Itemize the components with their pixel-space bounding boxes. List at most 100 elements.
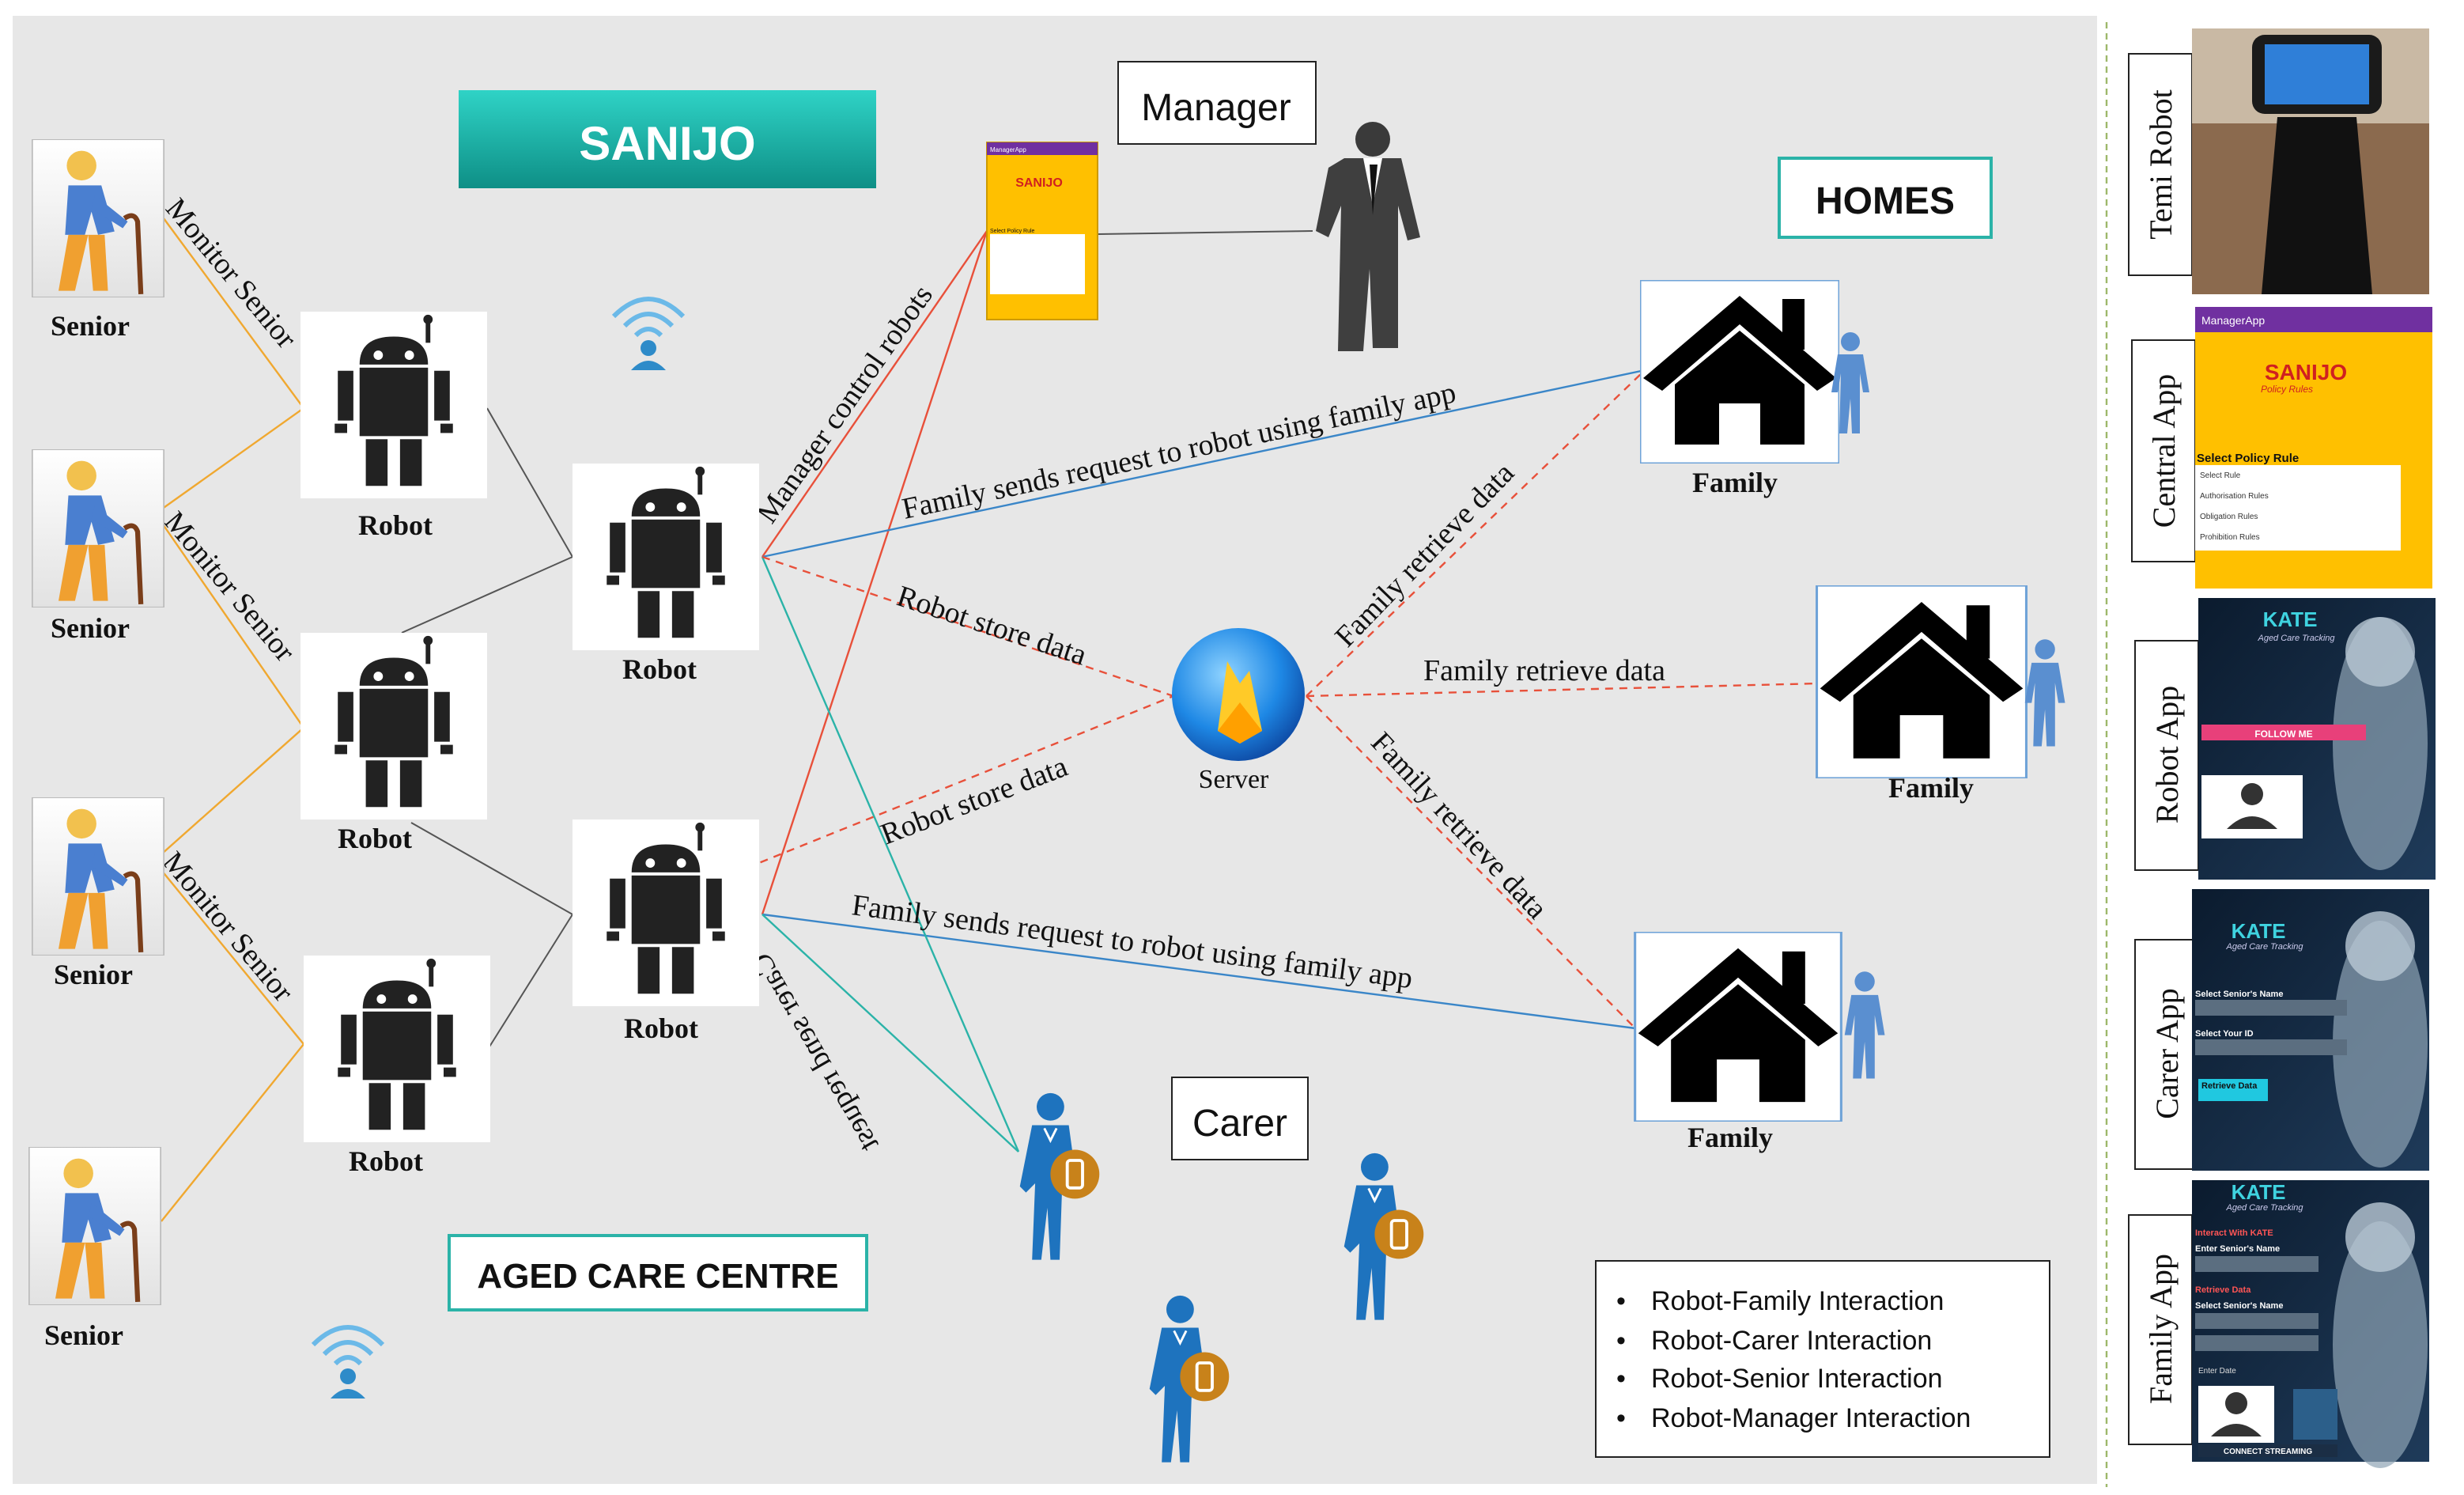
- edge-manager-robot3: [761, 230, 988, 558]
- family-app-connect-button: CONNECT STREAMING: [2224, 1448, 2312, 1456]
- edge-robot2-senior3: [161, 727, 304, 855]
- manager-label: Manager: [1141, 87, 1291, 129]
- manager-label-box: Manager: [1117, 61, 1317, 145]
- family-app-screen: KATE Aged Care Tracking Interact With KA…: [2192, 1180, 2429, 1468]
- family-app-section1: Interact With KATE: [2195, 1228, 2273, 1238]
- side-panel: Temi Robot Central App ManagerApp SANIJO…: [2128, 28, 2436, 1468]
- edge-robot5-home3: [761, 913, 1636, 1030]
- robot-app-tagline: Aged Care Tracking: [2257, 634, 2335, 643]
- robot-node: Robot: [300, 312, 487, 541]
- robot-label: Robot: [622, 653, 697, 685]
- senior-label: Senior: [51, 612, 130, 644]
- manager-person-icon: [1316, 122, 1420, 351]
- central-app-screen: ManagerApp SANIJO Policy Rules Select Po…: [2195, 307, 2432, 589]
- edge-server-home2: [1306, 682, 1820, 698]
- robot-icon: [573, 464, 759, 650]
- family-app-field1-label: Enter Senior's Name: [2195, 1244, 2280, 1254]
- side-panel-label-carer-app: Carer App: [2149, 988, 2185, 1119]
- edge-robot2-robot3: [401, 556, 573, 634]
- family-label: Family: [1888, 772, 1974, 804]
- legend-bullet: •: [1616, 1364, 1626, 1394]
- central-app-item: Prohibition Rules: [2200, 533, 2260, 542]
- side-panel-label-temi-robot: Temi Robot: [2143, 89, 2179, 239]
- edge-server-home3: [1306, 695, 1636, 1029]
- house-icon: [1634, 932, 1842, 1122]
- carer-app-brand: KATE: [2232, 919, 2286, 943]
- robot-label: Robot: [358, 509, 433, 541]
- edge-robot3-carer: [761, 556, 1020, 1152]
- manager-app-header: ManagerApp: [990, 146, 1026, 153]
- central-app-item: Authorisation Rules: [2200, 492, 2269, 501]
- legend-bullet: •: [1616, 1403, 1626, 1433]
- legend-item: Robot-Family Interaction: [1651, 1286, 1944, 1316]
- family-retrieve-mid-label: Family retrieve data: [1423, 654, 1665, 687]
- robot-app-screen: KATE Aged Care Tracking FOLLOW ME: [2198, 598, 2436, 880]
- robot-node: Robot: [304, 956, 490, 1177]
- server-label: Server: [1199, 765, 1269, 794]
- edge-robot2-robot5: [410, 822, 573, 915]
- legend-item: Robot-Manager Interaction: [1651, 1403, 1971, 1433]
- senior-node: Senior: [32, 797, 164, 990]
- family-label: Family: [1692, 467, 1778, 498]
- aged-care-centre-label: AGED CARE CENTRE: [477, 1257, 838, 1296]
- manager-app-section: Select Policy Rule: [990, 229, 1035, 234]
- carer-label-box: Carer: [1171, 1077, 1309, 1160]
- senior-label: Senior: [44, 1319, 123, 1351]
- robot-node: Robot: [300, 633, 487, 854]
- robot-label: Robot: [338, 823, 412, 854]
- robot-label: Robot: [624, 1012, 698, 1044]
- senior-icon: [29, 1147, 161, 1305]
- central-app-brand: SANIJO: [2265, 360, 2347, 384]
- robot-icon: [304, 956, 490, 1142]
- family-app-field3-label: Enter Date: [2198, 1367, 2236, 1376]
- manager-app-screen: ManagerApp SANIJO Select Policy Rule: [986, 142, 1098, 320]
- edge-robot4-robot5: [486, 914, 573, 1051]
- central-app-section: Select Policy Rule: [2197, 452, 2299, 465]
- carer-edges: [761, 556, 1020, 1152]
- carer-app-field1-label: Select Senior's Name: [2195, 990, 2283, 999]
- edge-manager-phone: [1097, 230, 1313, 235]
- family-edges: [761, 369, 1646, 1030]
- side-panel-label-family-app: Family App: [2143, 1254, 2179, 1404]
- family-node: Family: [1634, 932, 1885, 1153]
- legend-bullet: •: [1616, 1286, 1626, 1316]
- family-label: Family: [1687, 1122, 1773, 1153]
- robot-label: Robot: [349, 1145, 423, 1177]
- sanijo-title: SANIJO: [579, 117, 755, 170]
- side-panel-label-central-app: Central App: [2146, 374, 2182, 528]
- senior-edges: [161, 214, 304, 1222]
- aged-care-centre-label-box: AGED CARE CENTRE: [448, 1234, 868, 1311]
- robot-edges: [401, 230, 1313, 1051]
- senior-icon: [32, 449, 164, 607]
- edge-robot1-senior2: [161, 407, 304, 510]
- edge-robot4-senior3: [161, 869, 304, 1045]
- senior-node: Senior: [32, 449, 164, 644]
- family-app-field2-label: Select Senior's Name: [2195, 1301, 2283, 1311]
- senior-icon: [32, 797, 164, 956]
- edge-robot3-home1: [761, 369, 1646, 558]
- robot-icon: [300, 633, 487, 819]
- family-app-brand: KATE: [2232, 1180, 2286, 1204]
- legend-item: Robot-Carer Interaction: [1651, 1326, 1932, 1356]
- family-app-section2: Retrieve Data: [2195, 1285, 2251, 1295]
- edge-robot3-server: [761, 555, 1174, 698]
- senior-icon: [32, 139, 164, 297]
- temi-robot-photo: [2192, 28, 2429, 294]
- edges-layer: [161, 214, 1820, 1222]
- edge-robot2-senior2: [161, 521, 304, 729]
- senior-label: Senior: [54, 959, 133, 990]
- robot-icon: [573, 819, 759, 1006]
- central-app-item: Select Rule: [2200, 471, 2241, 480]
- homes-label-box: HOMES: [1778, 157, 1993, 239]
- manager-app-brand: SANIJO: [1015, 176, 1063, 190]
- house-icon: [1640, 280, 1839, 464]
- family-app-tagline: Aged Care Tracking: [2225, 1203, 2303, 1213]
- robot-app-brand: KATE: [2263, 607, 2318, 631]
- senior-label: Senior: [51, 310, 130, 342]
- central-app-item: Obligation Rules: [2200, 513, 2258, 521]
- legend-bullet: •: [1616, 1326, 1626, 1356]
- senior-node: Senior: [29, 1147, 161, 1351]
- carer-app-screen: KATE Aged Care Tracking Select Senior's …: [2192, 889, 2429, 1171]
- edge-manager-robot5: [761, 230, 988, 915]
- central-app-subtitle: Policy Rules: [2261, 384, 2313, 395]
